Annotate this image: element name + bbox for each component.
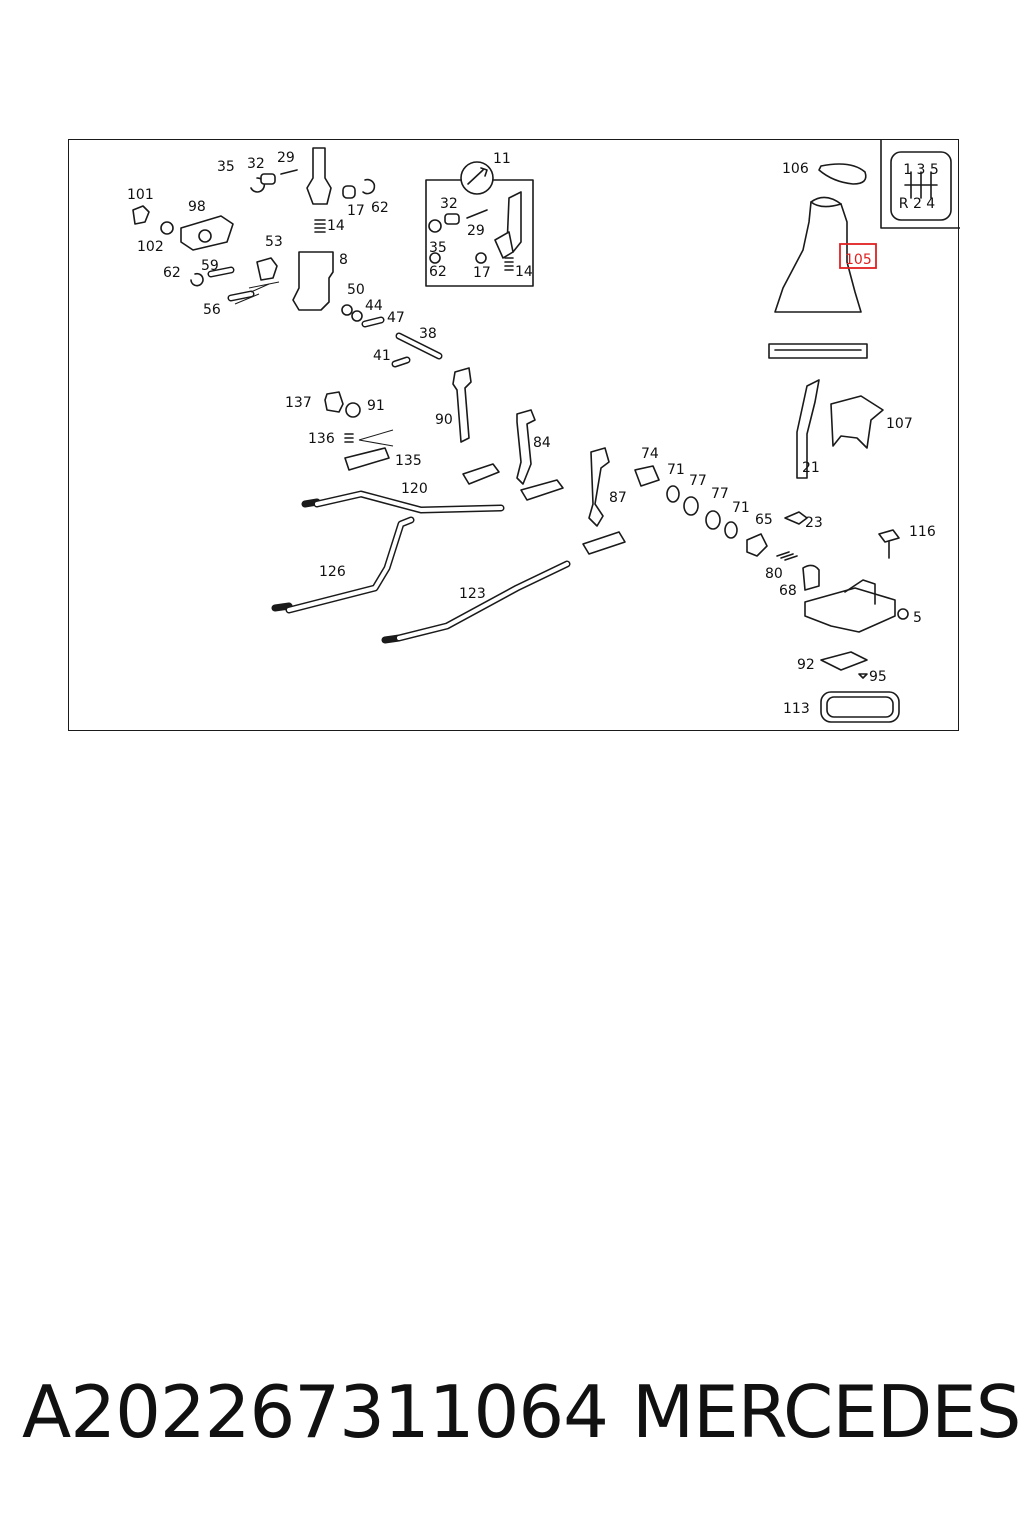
label-113: 113: [783, 701, 810, 717]
parts-diagram: 1 3 5 R 2 4: [68, 139, 960, 731]
shifter-base-cluster: [776, 529, 909, 723]
label-8: 8: [339, 252, 348, 268]
label-62: 62: [371, 200, 389, 216]
highlight-box-105: [839, 243, 877, 269]
label-29: 29: [467, 223, 485, 239]
repair-kit-inset: [425, 161, 534, 287]
label-47: 47: [387, 310, 405, 326]
label-5: 5: [913, 610, 922, 626]
label-29: 29: [277, 150, 295, 166]
label-21: 21: [802, 460, 820, 476]
label-95: 95: [869, 669, 887, 685]
exploded-view-drawing: 1 3 5 R 2 4: [127, 140, 960, 723]
label-77: 77: [711, 486, 729, 502]
label-71: 71: [667, 462, 685, 478]
label-102: 102: [137, 239, 164, 255]
label-65: 65: [755, 512, 773, 528]
label-23: 23: [805, 515, 823, 531]
shift-rods: [271, 490, 571, 644]
upper-linkage-cluster: [132, 147, 443, 368]
middle-levers: [452, 367, 660, 555]
label-32: 32: [247, 156, 265, 172]
label-84: 84: [533, 435, 551, 451]
label-35: 35: [429, 240, 447, 256]
label-126: 126: [319, 564, 346, 580]
label-80: 80: [765, 566, 783, 582]
label-59: 59: [201, 258, 219, 274]
label-62: 62: [163, 265, 181, 281]
part-number: A202267311064: [22, 1370, 609, 1454]
label-136: 136: [308, 431, 335, 447]
label-17: 17: [473, 265, 491, 281]
label-106: 106: [782, 161, 809, 177]
label-105-highlighted: 105: [845, 252, 872, 268]
shift-pattern-top: 1 3 5: [903, 162, 939, 178]
label-14: 14: [327, 218, 345, 234]
leader-lines: [234, 281, 280, 305]
label-101: 101: [127, 187, 154, 203]
label-38: 38: [419, 326, 437, 342]
label-41: 41: [373, 348, 391, 364]
brand-name: MERCEDES: [632, 1370, 1021, 1454]
label-92: 92: [797, 657, 815, 673]
label-50: 50: [347, 282, 365, 298]
label-44: 44: [365, 298, 383, 314]
label-87: 87: [609, 490, 627, 506]
label-62: 62: [429, 264, 447, 280]
washer-stack: [666, 485, 768, 557]
label-116: 116: [909, 524, 936, 540]
label-68: 68: [779, 583, 797, 599]
shift-pattern-inset: 1 3 5 R 2 4: [880, 140, 960, 229]
label-71: 71: [732, 500, 750, 516]
label-56: 56: [203, 302, 221, 318]
label-135: 135: [395, 453, 422, 469]
label-74: 74: [641, 446, 659, 462]
left-mid-cluster: [324, 391, 394, 471]
label-91: 91: [367, 398, 385, 414]
label-107: 107: [886, 416, 913, 432]
label-17: 17: [347, 203, 365, 219]
label-137: 137: [285, 395, 312, 411]
label-35: 35: [217, 159, 235, 175]
label-90: 90: [435, 412, 453, 428]
label-123: 123: [459, 586, 486, 602]
gear-knob-boot-lever: [768, 163, 884, 525]
label-32: 32: [440, 196, 458, 212]
footer-caption: A202267311064 MERCEDES: [0, 1370, 1024, 1470]
label-98: 98: [188, 199, 206, 215]
label-77: 77: [689, 473, 707, 489]
label-120: 120: [401, 481, 428, 497]
shift-pattern-bottom: R 2 4: [899, 196, 936, 212]
label-14: 14: [515, 264, 533, 280]
label-11: 11: [493, 151, 511, 167]
part-labels: 35 32 29 101 98 102 53 17 62 14 8 62 59 …: [127, 150, 936, 717]
label-53: 53: [265, 234, 283, 250]
